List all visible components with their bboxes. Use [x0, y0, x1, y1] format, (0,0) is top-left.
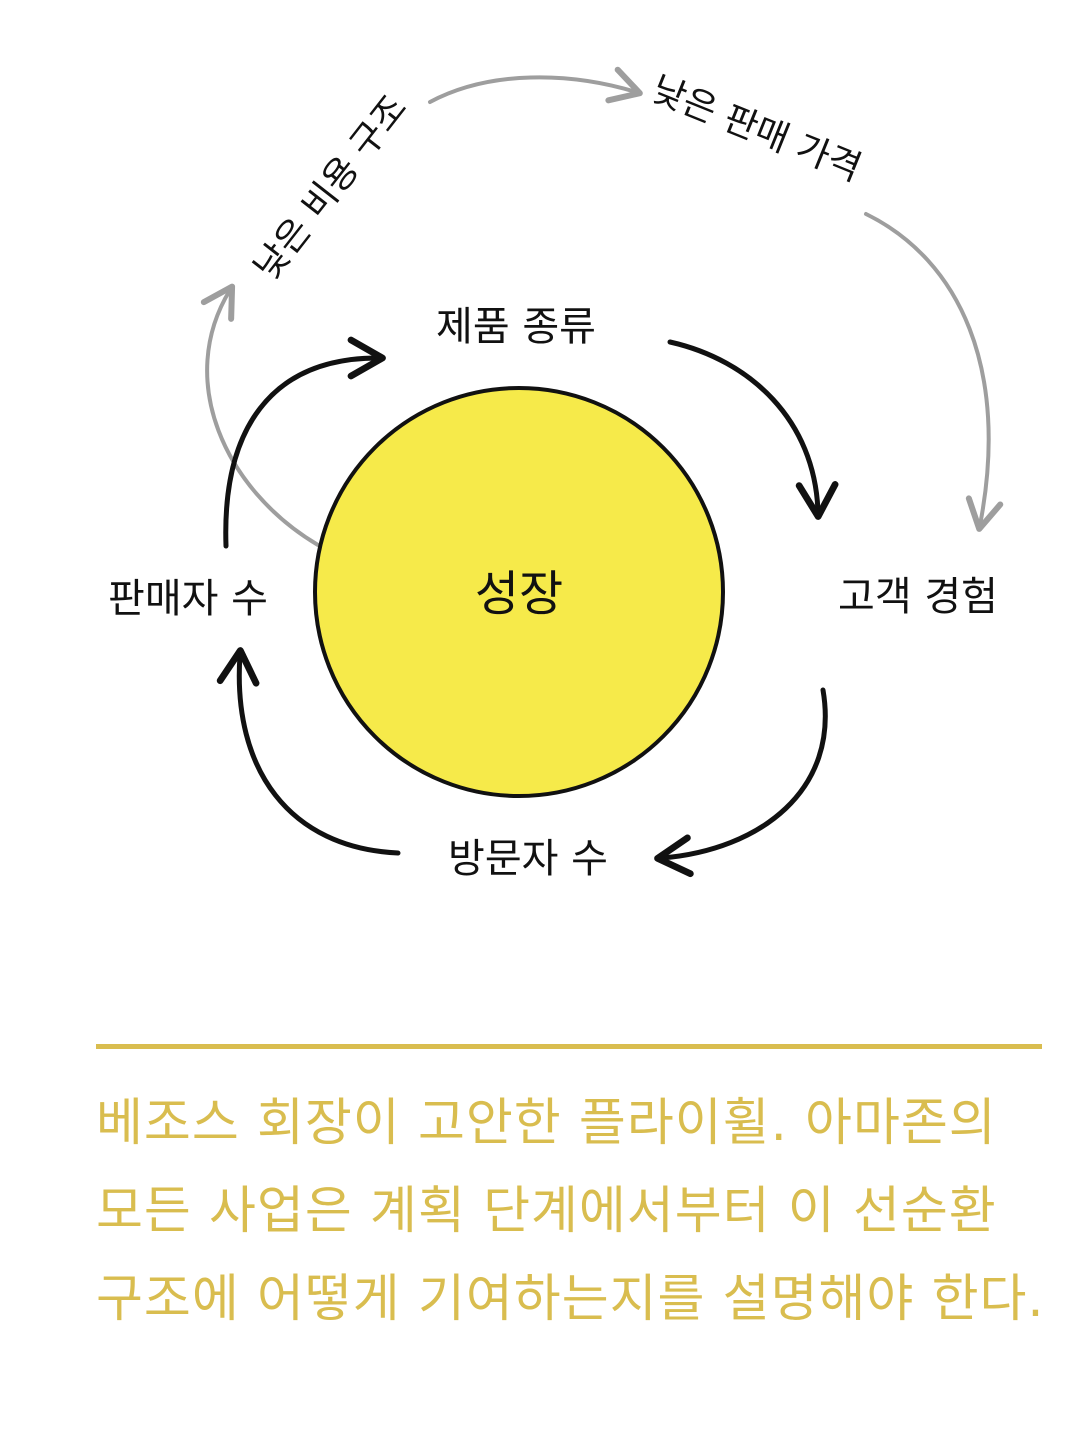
inner-label-products: 제품 종류: [436, 304, 596, 350]
inner-arrow-visitors-to-sellers: [216, 647, 401, 856]
outer-arrow-price-to-experience: [864, 212, 1004, 532]
outer-arrow-sellers-to-cost: [200, 283, 320, 547]
center-label-growth: 성장: [475, 566, 563, 622]
outer-label-low-cost: 낮은 비용 구조: [247, 88, 416, 288]
inner-arrow-experience-to-visitors: [654, 687, 828, 878]
outer-arrow-cost-to-price: [428, 66, 643, 104]
inner-arrow-sellers-to-products: [223, 336, 386, 549]
inner-label-sellers: 판매자 수: [108, 576, 268, 622]
growth-circle: [313, 386, 725, 798]
outer-label-low-price: 낮은 판매 가격: [646, 69, 867, 190]
inner-arrow-products-to-experience: [667, 339, 839, 520]
inner-label-visitors: 방문자 수: [448, 836, 608, 882]
inner-label-experience: 고객 경험: [838, 574, 998, 620]
flywheel-diagram: 성장 제품 종류 고객 경험 방문자 수 판매자 수 낮은 비용 구조 낮은 판…: [108, 66, 1004, 882]
caption-divider: [96, 1044, 1042, 1049]
figure-caption: 베조스 회장이 고안한 플라이휠. 아마존의 모든 사업은 계획 단계에서부터 …: [96, 1094, 1045, 1329]
